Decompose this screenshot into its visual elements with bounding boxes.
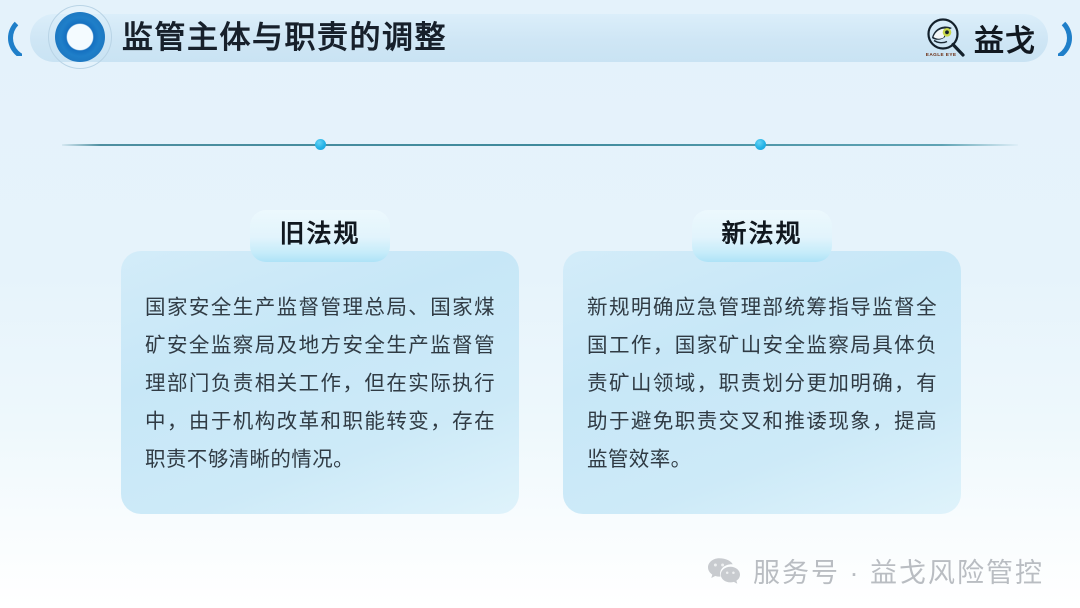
header-band — [30, 14, 1048, 62]
slide-header: 监管主体与职责的调整 EAGLE EYE 益戈 — [0, 0, 1080, 76]
card-badge: 新法规 — [692, 210, 832, 262]
card-new-regulation: 新规明确应急管理部统筹指导监督全国工作，国家矿山安全监察局具体负责矿山领域，职责… — [563, 210, 961, 514]
card-body: 国家安全生产监督管理总局、国家煤矿安全监察局及地方安全生产监督管理部门负责相关工… — [121, 251, 519, 514]
wechat-icon — [707, 556, 741, 586]
footer-text: 服务号 · 益戈风险管控 — [753, 558, 1044, 588]
brand-logo: EAGLE EYE 益戈 — [924, 14, 1036, 62]
eagle-eye-magnifier-icon: EAGLE EYE — [924, 16, 968, 60]
page-title: 监管主体与职责的调整 — [122, 20, 447, 55]
timeline-dot-new — [755, 139, 766, 150]
timeline-dot-old — [315, 139, 326, 150]
brand-name: 益戈 — [974, 25, 1036, 58]
left-paren-icon — [8, 15, 34, 61]
card-old-regulation: 国家安全生产监督管理总局、国家煤矿安全监察局及地方安全生产监督管理部门负责相关工… — [121, 210, 519, 514]
card-body: 新规明确应急管理部统筹指导监督全国工作，国家矿山安全监察局具体负责矿山领域，职责… — [563, 251, 961, 514]
right-paren-icon — [1046, 15, 1072, 61]
ring-circle-outline-icon — [48, 5, 112, 69]
card-badge: 旧法规 — [250, 210, 390, 262]
footer: 服务号 · 益戈风险管控 — [707, 551, 1044, 590]
eagle-eye-caption: EAGLE EYE — [925, 52, 957, 58]
timeline-line — [62, 144, 1018, 146]
ring-circle-icon — [55, 12, 105, 62]
card-text: 国家安全生产监督管理总局、国家煤矿安全监察局及地方安全生产监督管理部门负责相关工… — [145, 296, 495, 471]
timeline — [0, 128, 1080, 162]
card-text: 新规明确应急管理部统筹指导监督全国工作，国家矿山安全监察局具体负责矿山领域，职责… — [587, 296, 937, 471]
